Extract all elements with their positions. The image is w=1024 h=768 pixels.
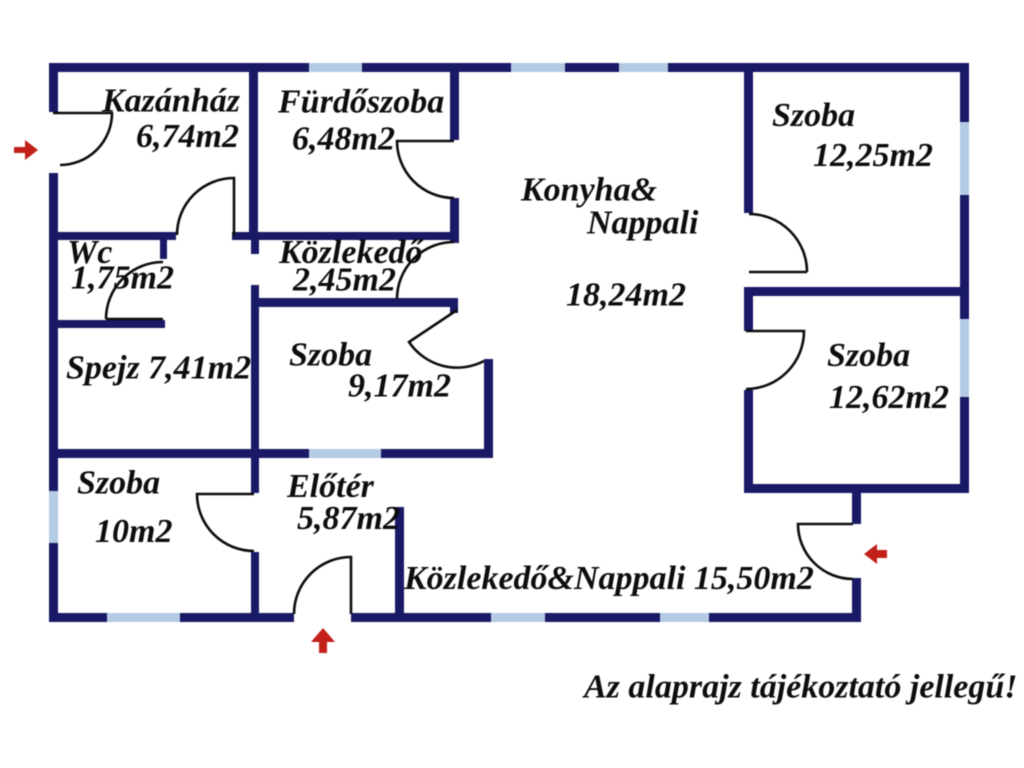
svg-text:5,87m2: 5,87m2: [297, 500, 400, 537]
svg-text:6,48m2: 6,48m2: [292, 121, 395, 158]
svg-text:18,24m2: 18,24m2: [566, 277, 686, 314]
svg-text:Szoba: Szoba: [77, 465, 160, 502]
svg-text:12,25m2: 12,25m2: [813, 137, 933, 174]
svg-text:Szoba: Szoba: [772, 97, 855, 134]
svg-text:Wc: Wc: [67, 234, 112, 271]
svg-text:2,45m2: 2,45m2: [292, 262, 396, 299]
svg-text:Szoba: Szoba: [289, 337, 372, 374]
svg-text:9,17m2: 9,17m2: [348, 368, 451, 405]
svg-text:Spejz 7,41m2: Spejz 7,41m2: [66, 350, 251, 387]
svg-text:Nappali: Nappali: [586, 205, 699, 242]
svg-text:Kazánház: Kazánház: [101, 83, 241, 120]
svg-text:Előtér: Előtér: [286, 468, 375, 505]
svg-text:Az alaprajz tájékoztató jelleg: Az alaprajz tájékoztató jellegű!: [582, 669, 1018, 706]
svg-text:1,75m2: 1,75m2: [71, 260, 174, 297]
svg-text:Konyha&: Konyha&: [520, 172, 658, 209]
svg-text:Szoba: Szoba: [827, 337, 910, 374]
svg-text:Fürdőszoba: Fürdőszoba: [277, 84, 444, 121]
svg-text:6,74m2: 6,74m2: [136, 118, 239, 155]
svg-text:Közlekedő: Közlekedő: [278, 234, 425, 271]
svg-text:10m2: 10m2: [95, 513, 172, 550]
svg-text:12,62m2: 12,62m2: [829, 379, 949, 416]
svg-text:Közlekedő&Nappali 15,50m2: Közlekedő&Nappali 15,50m2: [403, 560, 814, 597]
